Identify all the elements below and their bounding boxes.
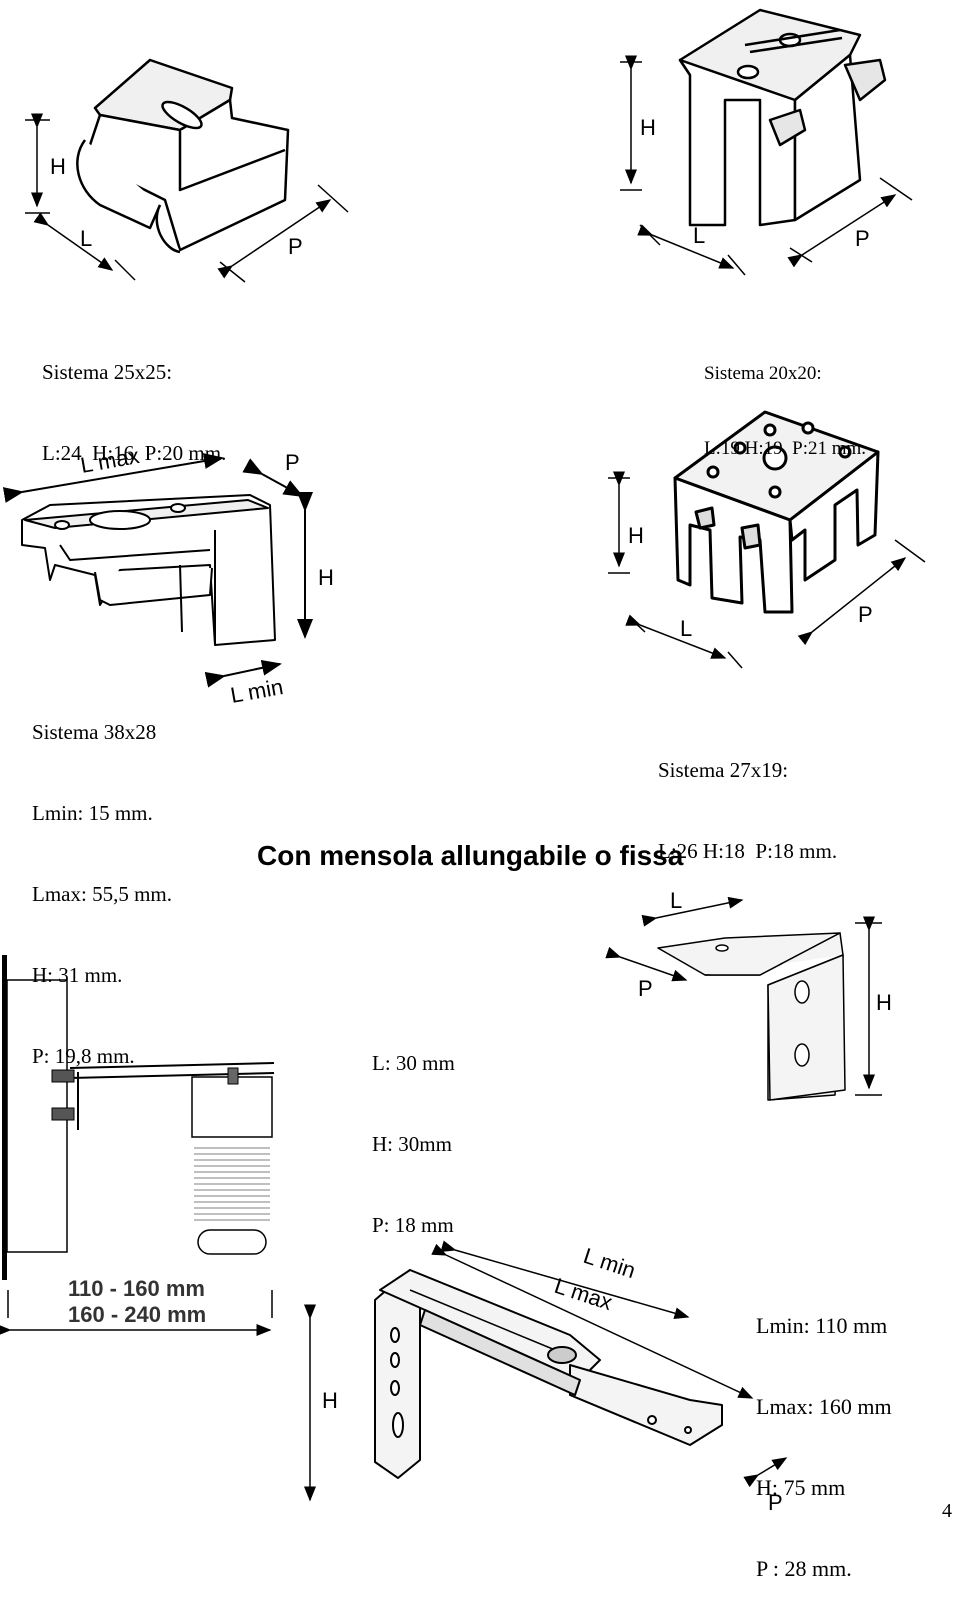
side-view-ranges: 110 - 160 mm 160 - 240 mm (68, 1276, 206, 1327)
spec-25x25: Sistema 25x25: L:24 H:16 P:20 mm. (42, 305, 226, 494)
dim-label-lmin: L min (229, 674, 286, 708)
spec-title: Sistema 27x19: (658, 758, 789, 782)
spec-dims: L:24 H:16 P:20 mm. (42, 441, 227, 465)
spec-line: H: 31 mm. (32, 963, 123, 987)
clip-25x25-drawing (76, 58, 290, 254)
spec-dims: L:26 H:18 P:18 mm. (658, 839, 838, 863)
technical-drawings: H L P H L P L max P H L min H L P L P H … (0, 8, 926, 1515)
range-long: 160 - 240 mm (68, 1302, 206, 1327)
dim-label-p: P (638, 976, 653, 1001)
spec-27x19: Sistema 27x19: L:26 H:18 P:18 mm. (658, 703, 837, 892)
dim-label-p: P (858, 602, 873, 627)
spec-line: Lmax: 55,5 mm. (32, 882, 172, 906)
spec-38x28: Sistema 38x28 Lmin: 15 mm. Lmax: 55,5 mm… (32, 665, 172, 1097)
spec-dims: L:19 H:19 P:21 mm. (704, 438, 867, 459)
l-bracket-drawing (657, 932, 846, 1101)
dim-label-h: H (318, 565, 334, 590)
bracket-38x28-drawing (21, 494, 276, 646)
extendable-bracket-dimensions (304, 1240, 788, 1502)
dim-label-h: H (322, 1388, 338, 1413)
dim-label-h: H (876, 990, 892, 1015)
spec-title: Sistema 38x28 (32, 720, 157, 744)
dim-label-l: L (670, 888, 682, 913)
dim-label-p: P (855, 226, 870, 251)
spec-title: Sistema 20x20: (704, 363, 822, 384)
spec-line: L: 30 mm (372, 1051, 455, 1075)
l-bracket-dimensions (605, 896, 882, 1096)
spec-line: P : 28 mm. (756, 1556, 852, 1581)
dim-label-p: P (288, 234, 303, 259)
range-short: 110 - 160 mm (68, 1276, 205, 1301)
dim-label-h: H (628, 523, 644, 548)
extendable-bracket-drawing (374, 1269, 723, 1479)
spec-line: Lmin: 15 mm. (32, 801, 153, 825)
dim-label-l: L (693, 223, 705, 248)
spec-fixed-bracket: L: 30 mm H: 30mm P: 18 mm (372, 996, 455, 1266)
spec-line: Lmax: 160 mm (756, 1394, 892, 1419)
spec-title: Sistema 25x25: (42, 360, 173, 384)
dim-label-l: L (80, 226, 92, 251)
side-view-drawing (0, 955, 275, 1336)
page-number: 4 (942, 1500, 952, 1522)
dim-label-h: H (50, 154, 66, 179)
spec-extendable-bracket: Lmin: 110 mm Lmax: 160 mm H: 75 mm P : 2… (756, 1258, 892, 1609)
carrier-27x19-drawing (673, 410, 880, 614)
spec-20x20: Sistema 20x20: L:19 H:19 P:21 mm. (704, 311, 866, 486)
carrier-27x19-dimensions (608, 471, 926, 669)
dim-label-p: P (768, 1490, 783, 1515)
dim-label-h: H (640, 115, 656, 140)
spec-line: P: 18 mm (372, 1213, 454, 1237)
dim-label-lmin: L min (580, 1243, 638, 1283)
bracket-38x28-dimensions (2, 453, 313, 688)
dim-label-l: L (680, 616, 692, 641)
dim-label-p: P (285, 450, 300, 475)
spec-line: P: 19,8 mm. (32, 1044, 135, 1068)
section-title: Con mensola allungabile o fissa (257, 840, 684, 871)
carrier-20x20-drawing (678, 8, 887, 227)
clip-25x25-dimensions (25, 113, 349, 283)
spec-line: H: 30mm (372, 1132, 452, 1156)
spec-line: H: 75 mm (756, 1475, 846, 1500)
spec-line: Lmin: 110 mm (756, 1313, 888, 1338)
carrier-20x20-dimensions (620, 55, 913, 276)
